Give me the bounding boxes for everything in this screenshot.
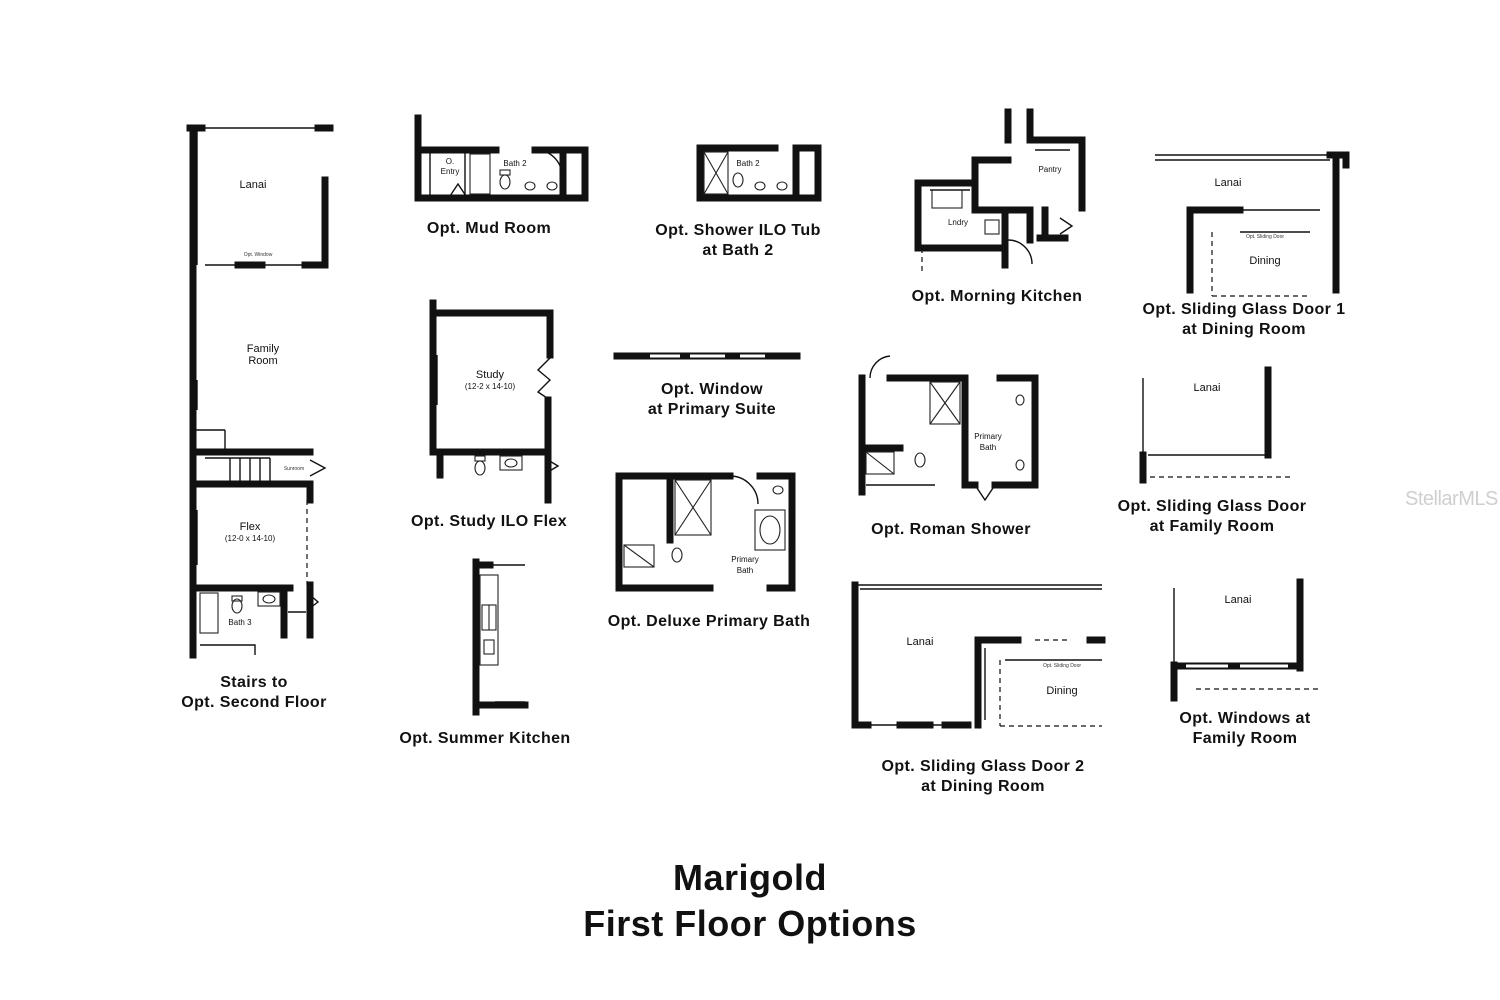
caption-windows-family: Opt. Windows at Family Room bbox=[1179, 710, 1311, 747]
label-dining-sgd2: Dining bbox=[1046, 685, 1077, 697]
label-opt-door-sgd1: Opt. Sliding Door bbox=[1246, 234, 1284, 240]
caption-sliding-door-family: Opt. Sliding Glass Door at Family Room bbox=[1117, 498, 1307, 535]
label-lanai: Lanai bbox=[240, 179, 267, 191]
plan-study-ilo-flex: Study (12-2 x 14-10) bbox=[429, 299, 560, 504]
label-opt-window-lanai: Opt. Window bbox=[244, 252, 273, 258]
label-opt-entry-2: Entry bbox=[441, 167, 460, 176]
label-flex: Flex bbox=[240, 521, 261, 533]
label-study: Study bbox=[476, 369, 505, 381]
plan-morning-kitchen: Pantry Lndry bbox=[914, 108, 1086, 275]
label-study-dim: (12-2 x 14-10) bbox=[465, 382, 516, 391]
plan-sliding-door-1: Lanai Dining Opt. Sliding Door bbox=[1155, 151, 1350, 297]
label-primary-bath-1-deluxe: Primary bbox=[731, 555, 759, 564]
caption-summer-kitchen: Opt. Summer Kitchen bbox=[399, 730, 571, 747]
plan-roman-shower: Primary Bath bbox=[858, 355, 1039, 502]
caption-window-primary: Opt. Window at Primary Suite bbox=[647, 381, 777, 418]
caption-sliding-door-2: Opt. Sliding Glass Door 2 at Dining Room bbox=[881, 758, 1085, 795]
label-primary-bath-2-deluxe: Bath bbox=[737, 566, 753, 575]
plan-deluxe-primary-bath: Primary Bath bbox=[615, 472, 796, 592]
plan-windows-family: Lanai bbox=[1170, 578, 1322, 702]
label-bath2-mud: Bath 2 bbox=[503, 159, 527, 168]
caption-study-ilo-flex: Opt. Study ILO Flex bbox=[410, 513, 568, 530]
label-opt-door-sgd2: Opt. Sliding Door bbox=[1043, 663, 1081, 669]
plan-mud-room: O. Entry Bath 2 bbox=[414, 114, 589, 202]
label-lanai-sgd1: Lanai bbox=[1215, 177, 1242, 189]
caption-morning-kitchen: Opt. Morning Kitchen bbox=[911, 288, 1083, 305]
title-line-2: First Floor Options bbox=[583, 903, 917, 944]
label-lanai-wf: Lanai bbox=[1225, 594, 1252, 606]
title-line-1: Marigold bbox=[672, 857, 827, 898]
plan-sliding-door-family: Lanai bbox=[1139, 366, 1290, 484]
page-title: Marigold First Floor Options bbox=[583, 855, 916, 947]
plan-stairs-second-floor: Lanai Family Room Flex (12-0 x 14-10) Ba… bbox=[186, 124, 334, 659]
label-bath2-shower: Bath 2 bbox=[736, 159, 760, 168]
label-dining-sgd1: Dining bbox=[1249, 255, 1280, 267]
label-sunroom: Sunroom bbox=[284, 466, 304, 472]
label-primary-bath-2-roman: Bath bbox=[980, 443, 996, 452]
caption-stairs: Stairs to Opt. Second Floor bbox=[181, 674, 327, 711]
caption-sliding-door-1: Opt. Sliding Glass Door 1 at Dining Room bbox=[1142, 301, 1346, 338]
label-lanai-sgdf: Lanai bbox=[1194, 382, 1221, 394]
caption-mud-room: Opt. Mud Room bbox=[426, 220, 552, 237]
label-opt-entry-1: O. bbox=[446, 157, 454, 166]
caption-roman-shower: Opt. Roman Shower bbox=[871, 521, 1031, 538]
label-primary-bath-1-roman: Primary bbox=[974, 432, 1002, 441]
label-laundry: Lndry bbox=[948, 218, 968, 227]
plan-sliding-door-2: Lanai Dining Opt. Sliding Door bbox=[851, 581, 1106, 729]
caption-deluxe-bath: Opt. Deluxe Primary Bath bbox=[607, 613, 811, 630]
label-family-room-1: Family bbox=[247, 343, 280, 355]
plan-shower-ilo-tub: Bath 2 bbox=[696, 144, 822, 202]
watermark: StellarMLS bbox=[1405, 488, 1498, 510]
plan-summer-kitchen bbox=[472, 558, 529, 716]
label-pantry: Pantry bbox=[1038, 165, 1061, 174]
label-flex-dim: (12-0 x 14-10) bbox=[225, 534, 276, 543]
label-lanai-sgd2: Lanai bbox=[907, 636, 934, 648]
label-family-room-2: Room bbox=[248, 355, 277, 367]
label-bath3: Bath 3 bbox=[228, 618, 252, 627]
caption-shower-ilo-tub: Opt. Shower ILO Tub at Bath 2 bbox=[655, 222, 821, 259]
